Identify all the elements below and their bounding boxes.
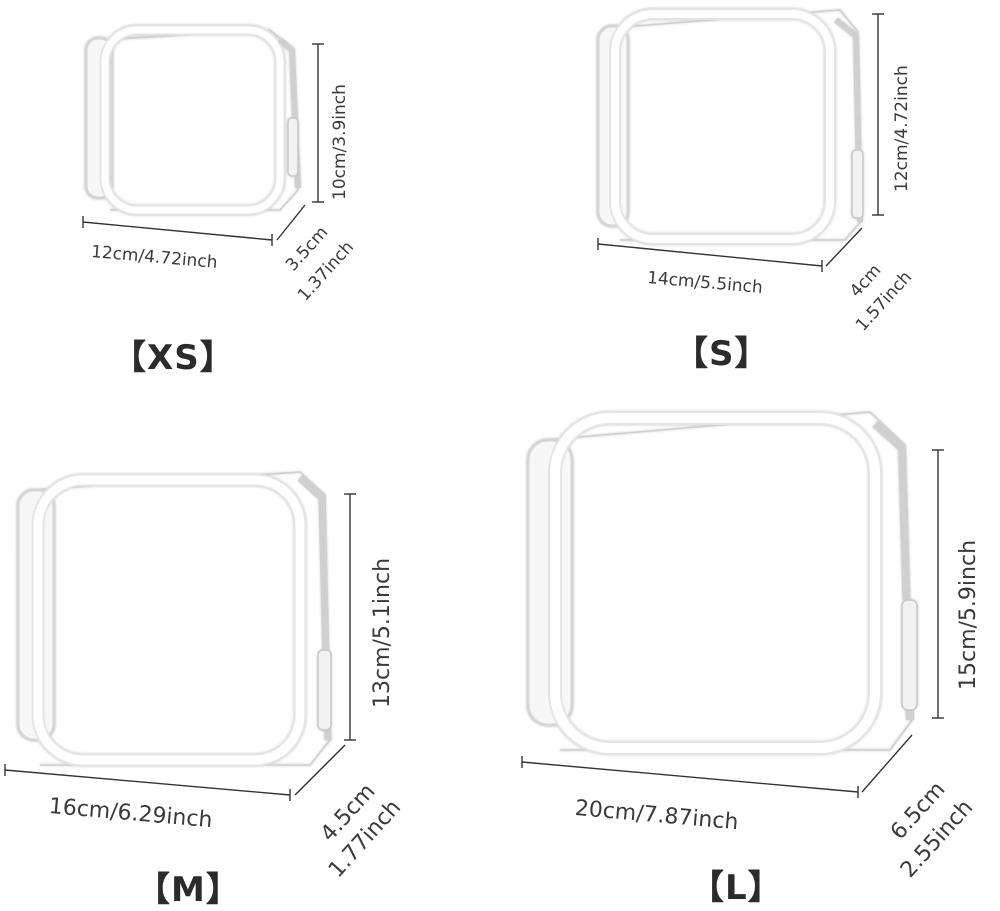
- s-size-title: 【S】: [674, 334, 770, 374]
- bag-m-image: [16, 471, 332, 767]
- bag-s-image: [596, 8, 864, 245]
- m-height-label: 13cm/5.1inch: [370, 557, 395, 708]
- xs-dimension-lines: [82, 43, 324, 246]
- xs-height-label: 10cm/3.9inch: [330, 84, 350, 200]
- s-dimension-lines: [597, 13, 884, 272]
- bag-l-image: [526, 411, 918, 755]
- l-size-title: 【L】: [690, 868, 783, 908]
- xs-size-title: 【XS】: [112, 338, 235, 378]
- l-dimension-lines: [521, 449, 944, 798]
- m-dimension-lines: [4, 493, 356, 801]
- l-height-label: 15cm/5.9inch: [956, 539, 981, 690]
- bag-xs-image: [84, 24, 301, 216]
- s-height-label: 12cm/4.72inch: [892, 65, 912, 192]
- m-size-title: 【M】: [136, 870, 241, 910]
